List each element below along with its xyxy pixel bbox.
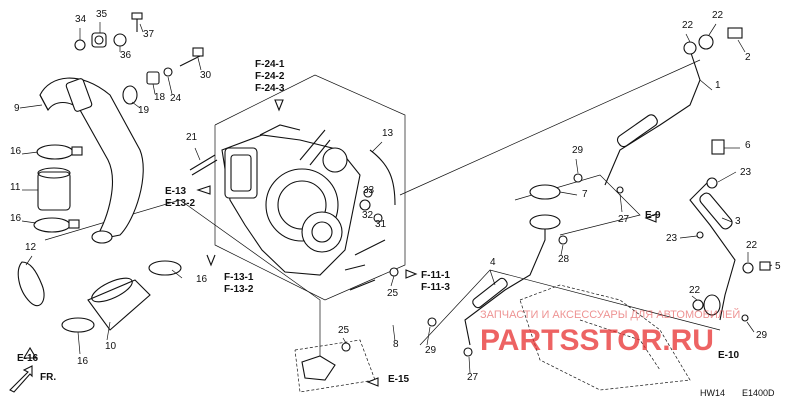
hose-clamps-and-hoses — [17, 144, 183, 355]
engine-block-outline — [519, 284, 691, 391]
part-label-24: 24 — [170, 93, 182, 104]
part-label-8: 8 — [393, 339, 399, 350]
part-label-22a: 22 — [682, 20, 694, 31]
part-label-16b: 16 — [10, 213, 22, 224]
part-label-25b: 25 — [338, 325, 350, 336]
part-label-21: 21 — [186, 132, 198, 143]
part-label-31: 31 — [375, 219, 387, 230]
bolt-washer-group-top-left — [74, 12, 144, 52]
part-label-22b: 22 — [712, 10, 724, 21]
part-label-28: 28 — [558, 254, 570, 265]
part-label-27a: 27 — [467, 372, 479, 383]
part-label-35: 35 — [96, 9, 108, 20]
part-label-18: 18 — [154, 92, 166, 103]
diagram-code-right: E1400D — [742, 388, 775, 398]
ref-code-f24-0: F-24-1 — [255, 59, 285, 70]
part-label-10: 10 — [105, 341, 117, 352]
part-label-27b: 27 — [618, 214, 630, 225]
ref-code-f11-1: F-11-3 — [421, 282, 450, 293]
part-label-36: 36 — [120, 50, 132, 61]
oil-pipe-1 — [529, 23, 746, 213]
oil-pipe-3 — [679, 139, 773, 333]
part-label-9: 9 — [14, 103, 20, 114]
part-label-16c: 16 — [196, 274, 208, 285]
ref-code-f13-0: F-13-1 — [224, 272, 254, 283]
part-label-4: 4 — [490, 257, 496, 268]
part-label-22d: 22 — [689, 285, 701, 296]
part-label-1: 1 — [715, 80, 721, 91]
ref-code-e13-1: E-13-2 — [165, 198, 195, 209]
oil-pipe-4 — [426, 214, 568, 374]
part-label-33: 33 — [363, 185, 375, 196]
part-label-16d: 16 — [77, 356, 89, 367]
part-label-7: 7 — [582, 189, 588, 200]
ref-code-fr-0: FR. — [40, 372, 56, 383]
part-label-23a: 23 — [740, 167, 752, 178]
part-label-34: 34 — [75, 14, 87, 25]
part-label-16a: 16 — [10, 146, 22, 157]
part-label-6: 6 — [745, 140, 751, 151]
ref-code-f24-2: F-24-3 — [255, 83, 285, 94]
ref-code-e10-0: E-10 — [718, 350, 740, 361]
part-label-3: 3 — [735, 216, 741, 227]
part-label-13: 13 — [382, 128, 394, 139]
intake-pipe-9 — [19, 77, 144, 244]
hose-13 — [359, 141, 396, 223]
diagram-code-left: HW14 — [700, 388, 725, 398]
part-label-30: 30 — [200, 70, 212, 81]
fittings-18-19-24-30 — [122, 47, 204, 109]
part-label-23b: 23 — [666, 233, 678, 244]
part-label-29b: 29 — [572, 145, 584, 156]
turbocharger-assembly — [189, 124, 386, 291]
part-label-29a: 29 — [425, 345, 437, 356]
part-label-29c: 29 — [756, 330, 768, 341]
hose-8 — [301, 267, 399, 381]
ref-code-f13-1: F-13-2 — [224, 284, 254, 295]
part-label-12: 12 — [25, 242, 37, 253]
reference-arrows — [9, 99, 657, 393]
ref-code-e15-0: E-15 — [388, 374, 410, 385]
part-label-37: 37 — [143, 29, 155, 40]
part-label-5: 5 — [775, 261, 781, 272]
part-label-11: 11 — [10, 182, 21, 193]
part-label-22c: 22 — [746, 240, 758, 251]
watermark-logo: PARTSSTOR.RU — [480, 324, 714, 357]
part-label-25a: 25 — [387, 288, 399, 299]
part-label-19: 19 — [138, 105, 150, 116]
part-label-2: 2 — [745, 52, 751, 63]
ref-code-e13-0: E-13 — [165, 186, 187, 197]
watermark-tagline: ЗАПЧАСТИ И АКСЕССУАРЫ ДЛЯ АВТОМОБИЛЕЙ — [480, 308, 740, 321]
part-label-32: 32 — [362, 210, 374, 221]
ref-code-f24-1: F-24-2 — [255, 71, 285, 82]
ref-code-f11-0: F-11-1 — [421, 270, 450, 281]
